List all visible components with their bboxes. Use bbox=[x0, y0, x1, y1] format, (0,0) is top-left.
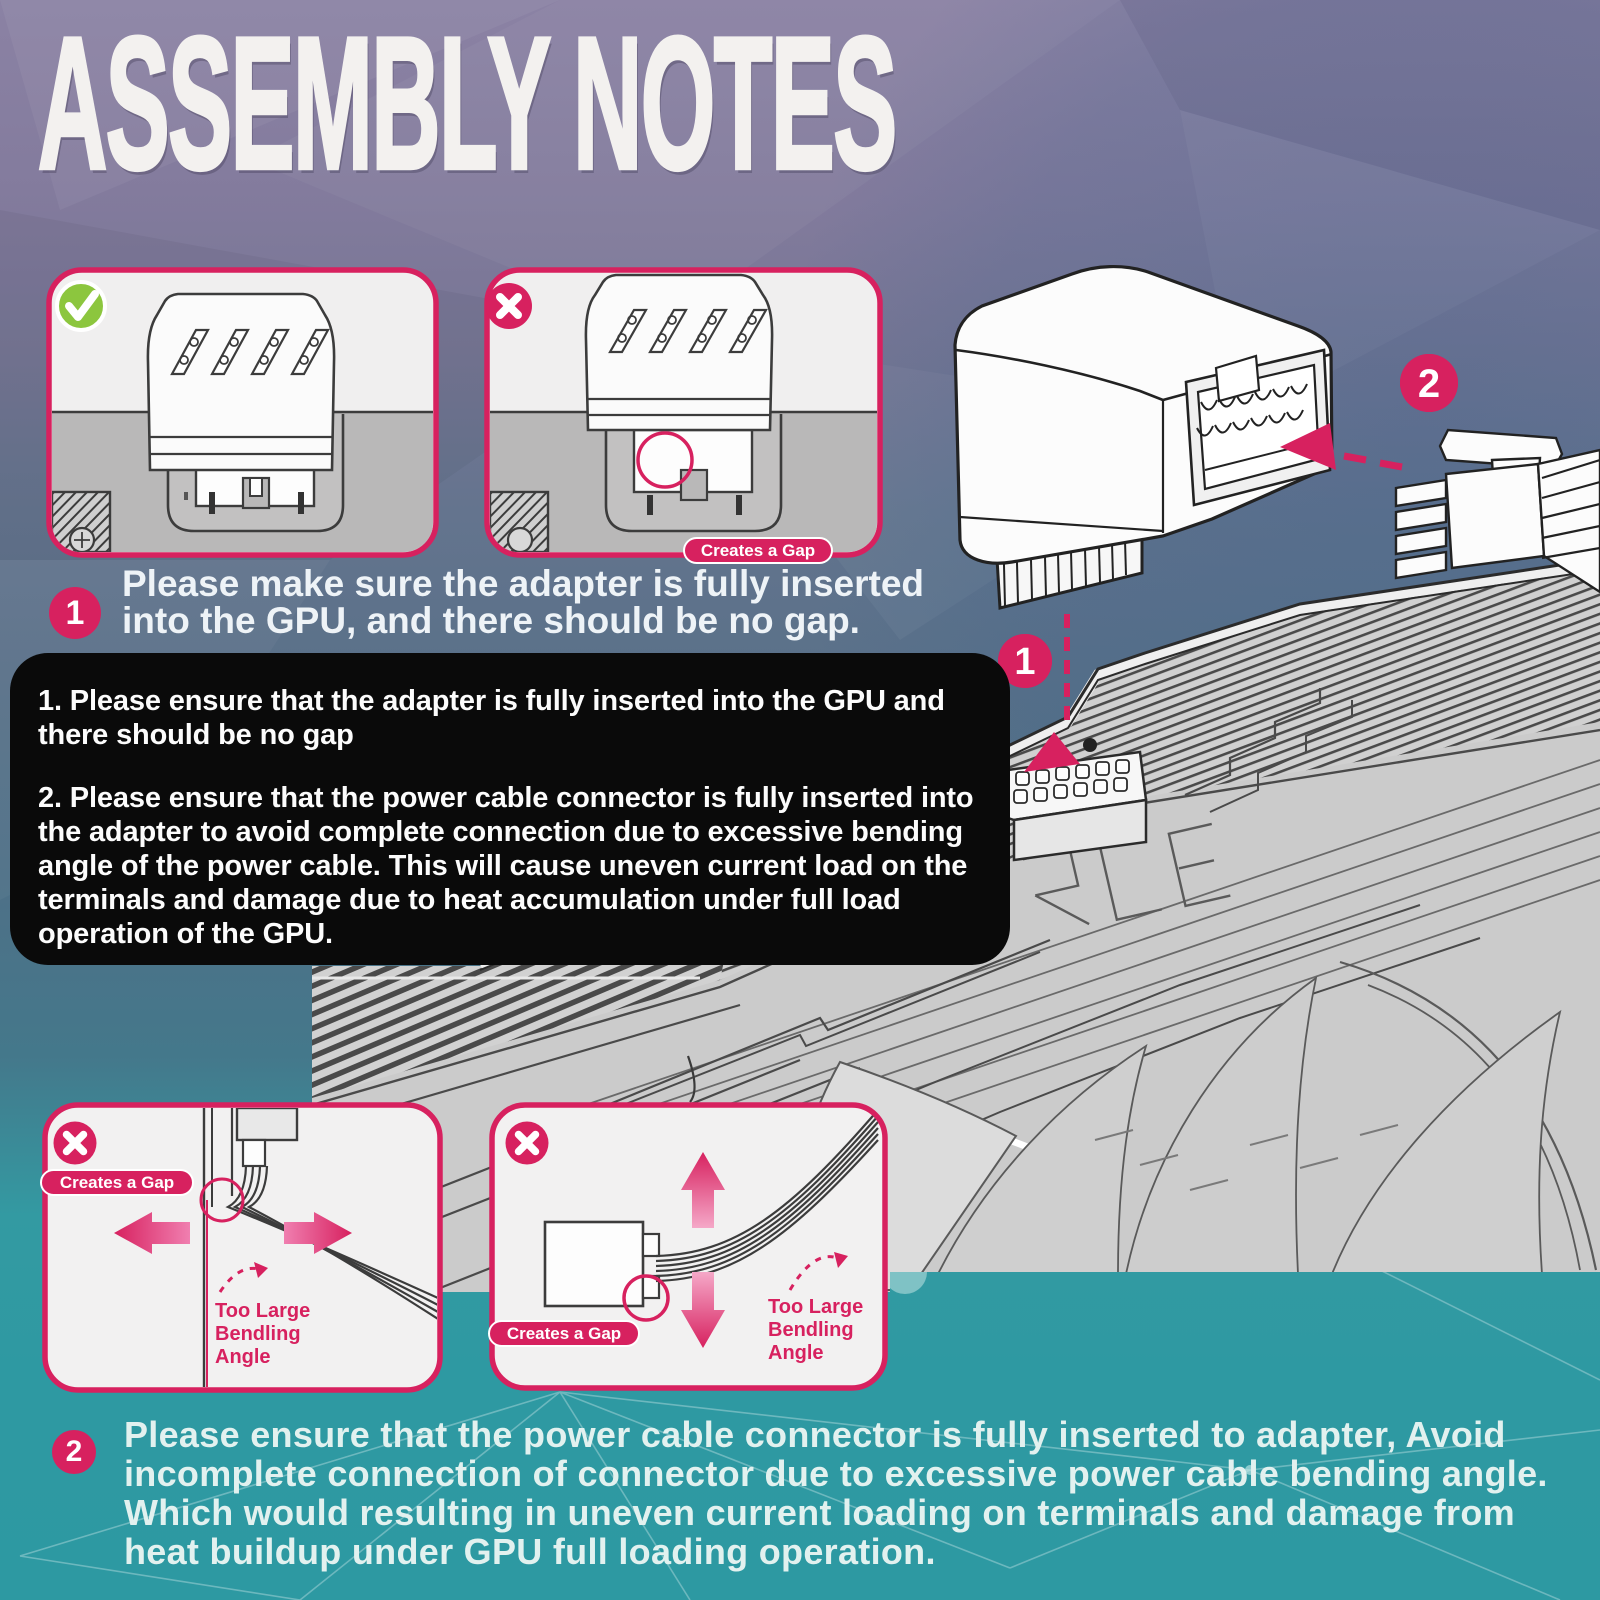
svg-text:2: 2 bbox=[1418, 362, 1440, 406]
svg-text:1: 1 bbox=[1014, 641, 1035, 683]
